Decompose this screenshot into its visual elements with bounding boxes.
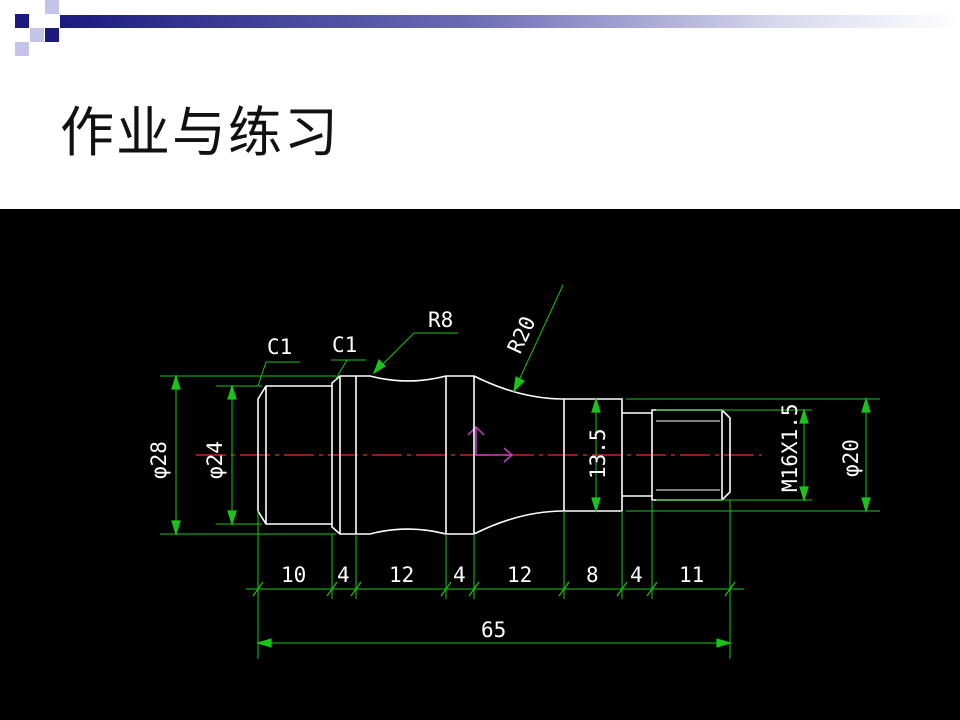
length-label: 12 xyxy=(389,563,414,587)
diameter-label-outer-left: φ28 xyxy=(147,441,171,479)
chamfer-label-2: C1 xyxy=(332,333,357,357)
deco-gradient-bar xyxy=(60,15,960,28)
diameter-label-inner-left: φ24 xyxy=(203,441,227,479)
deco-square-navy-2 xyxy=(45,28,59,42)
thread-label: M16X1.5 xyxy=(778,403,802,492)
length-label: 4 xyxy=(453,563,466,587)
deco-square-lavender-1 xyxy=(45,0,59,14)
part-outline xyxy=(257,375,731,535)
dimension-arrows xyxy=(171,358,871,648)
slide-header-decoration xyxy=(15,0,960,56)
length-label: 10 xyxy=(281,563,306,587)
slide-title: 作业与练习 xyxy=(60,101,340,164)
length-label: 11 xyxy=(679,563,704,587)
diameter-label-right: φ20 xyxy=(839,439,863,477)
deco-square-lavender-3 xyxy=(15,42,29,56)
deco-square-lavender-2 xyxy=(30,28,44,42)
length-label: 4 xyxy=(630,563,643,587)
deco-square-navy-1 xyxy=(15,14,29,28)
total-length-label: 65 xyxy=(481,618,506,642)
ucs-axis-icon xyxy=(467,425,514,463)
cad-drawing-shaft: C1 C1 R8 R20 φ28 φ24 13.5 M16X1.5 φ20 10… xyxy=(0,209,960,720)
length-label: 8 xyxy=(586,563,599,587)
radius-label-groove: R8 xyxy=(428,308,453,332)
length-label: 12 xyxy=(507,563,532,587)
length-label: 4 xyxy=(337,563,350,587)
drawing-background xyxy=(0,209,960,720)
diameter-label-neck: 13.5 xyxy=(586,428,610,479)
chamfer-label-1: C1 xyxy=(267,335,292,359)
